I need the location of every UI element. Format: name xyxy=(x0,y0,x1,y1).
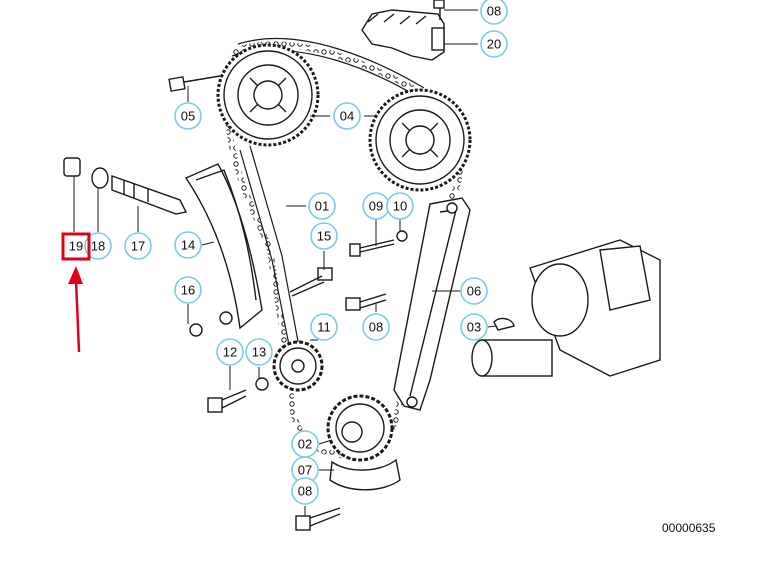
callout-label: 09 xyxy=(369,199,383,214)
callout-label: 01 xyxy=(315,199,329,214)
callout-label: 08 xyxy=(298,484,312,499)
callout-02: 02 xyxy=(291,430,319,458)
callout-ring xyxy=(291,477,319,505)
callout-label: 08 xyxy=(369,320,383,335)
woodruff-key-drawing xyxy=(493,317,515,331)
callout-ring xyxy=(333,102,361,130)
callout-19: 19 xyxy=(69,239,83,254)
lower-chain-guide-drawing xyxy=(329,458,401,491)
leader-lines xyxy=(73,9,497,516)
callout-ring xyxy=(174,276,202,304)
exhaust-camshaft-sprocket-drawing xyxy=(368,88,472,192)
callout-ring xyxy=(480,0,508,25)
callout-14: 14 xyxy=(174,231,202,259)
callout-09: 09 xyxy=(362,192,390,220)
callout-03: 03 xyxy=(460,313,488,341)
callout-label: 07 xyxy=(298,463,312,478)
callout-11: 11 xyxy=(310,313,338,341)
callout-label: 11 xyxy=(317,320,331,335)
callout-17: 17 xyxy=(124,232,152,260)
intermediate-sprocket-drawing xyxy=(272,340,324,392)
callout-label: 05 xyxy=(181,109,195,124)
callout-07: 07 xyxy=(291,456,319,484)
callout-ring xyxy=(362,313,390,341)
callout-layer: 08 20 05 04 01 09 10 19 18 17 14 15 16 06 08 03 11 12 13 02… xyxy=(69,0,508,505)
callout-13: 13 xyxy=(245,338,273,366)
document-number: 00000635 xyxy=(662,521,716,535)
callout-label: 17 xyxy=(131,239,145,254)
callout-15: 15 xyxy=(310,222,338,250)
callout-ring xyxy=(460,313,488,341)
callout-ring xyxy=(216,338,244,366)
callout-label: 14 xyxy=(181,238,195,253)
callout-04: 04 xyxy=(333,102,361,130)
callout-label: 15 xyxy=(317,229,331,244)
callout-label: 12 xyxy=(223,345,237,360)
callout-12: 12 xyxy=(216,338,244,366)
callout-label: 10 xyxy=(393,199,407,214)
callout-16: 16 xyxy=(174,276,202,304)
callout-05: 05 xyxy=(174,102,202,130)
callout-08: 08 xyxy=(362,313,390,341)
callout-01: 01 xyxy=(308,192,336,220)
callout-20: 20 xyxy=(480,30,508,58)
callout-ring xyxy=(174,231,202,259)
callout-label: 19 xyxy=(69,239,83,254)
crankshaft-drawing xyxy=(471,239,661,377)
callout-label: 13 xyxy=(252,345,266,360)
callout-label: 04 xyxy=(340,109,354,124)
intake-camshaft-sprocket-drawing xyxy=(216,43,320,147)
callout-label: 18 xyxy=(91,239,105,254)
bolts-drawing xyxy=(63,75,408,531)
callout-ring xyxy=(310,222,338,250)
pointer-arrow xyxy=(68,266,83,353)
callout-06: 06 xyxy=(460,277,488,305)
callout-label: 06 xyxy=(467,284,481,299)
callout-ring xyxy=(310,313,338,341)
callout-ring xyxy=(386,192,414,220)
callout-ring xyxy=(460,277,488,305)
callout-label: 08 xyxy=(487,4,501,19)
callout-label: 02 xyxy=(298,437,312,452)
chain-guide-rail-drawing xyxy=(393,197,471,411)
callout-08: 08 xyxy=(291,477,319,505)
callout-10: 10 xyxy=(386,192,414,220)
callout-ring xyxy=(84,232,112,260)
callout-ring xyxy=(308,192,336,220)
callout-label: 20 xyxy=(487,37,501,52)
callout-18: 18 xyxy=(84,232,112,260)
highlight-box xyxy=(61,232,91,261)
callout-ring xyxy=(174,102,202,130)
callout-08: 08 xyxy=(480,0,508,25)
callout-label: 03 xyxy=(467,320,481,335)
callout-ring xyxy=(480,30,508,58)
crankshaft-sprocket-drawing xyxy=(326,394,394,462)
callout-ring xyxy=(124,232,152,260)
callout-ring xyxy=(245,338,273,366)
chain-tensioner-drawing xyxy=(361,0,445,61)
callout-label: 16 xyxy=(181,283,195,298)
tensioner-rail-drawing xyxy=(184,163,263,330)
